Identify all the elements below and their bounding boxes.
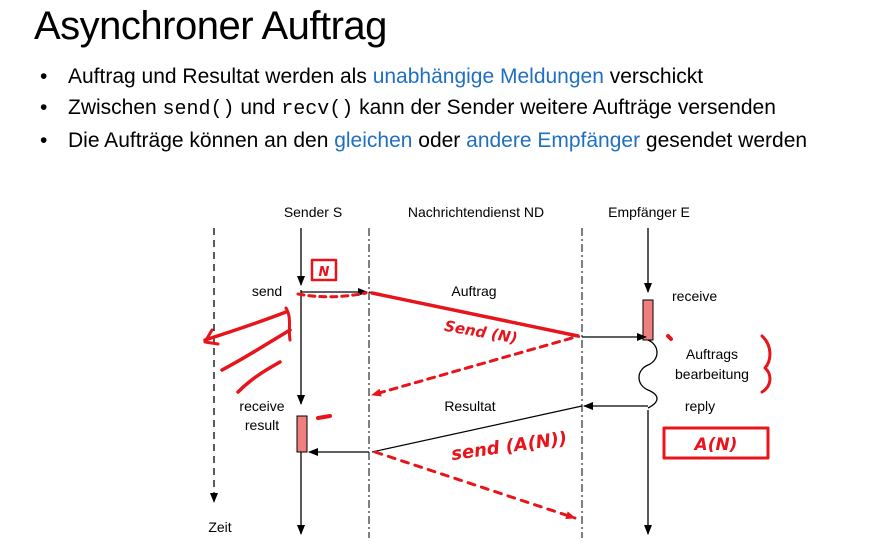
page-title: Asynchroner Auftrag (34, 4, 387, 48)
label-auftrag: Auftrag (451, 283, 496, 299)
annotation-dash (316, 414, 332, 420)
header-receiver: Empfänger E (608, 204, 690, 220)
bullet-text: und (234, 96, 282, 119)
bullet-dot: • (40, 65, 48, 88)
bullet-list: • Auftrag und Resultat werden als unabhä… (40, 62, 880, 157)
bullet-item-2: • Zwischen send() und recv() kann der Se… (40, 93, 880, 124)
annotation-dot (666, 334, 673, 341)
annotation-auftrag-stroke (370, 291, 580, 338)
annotation-a-n: A(N) (693, 435, 738, 455)
bullet-text: verschickt (603, 65, 704, 88)
handwritten-annotations (203, 258, 772, 520)
annotation-brace (760, 334, 772, 394)
label-bearbeitung: bearbeitung (675, 366, 749, 382)
label-reply: reply (685, 398, 715, 414)
label-send: send (252, 283, 282, 299)
label-receive-result-2: result (245, 417, 279, 433)
receiver-activation (642, 299, 654, 341)
label-auftrags: Auftrags (686, 346, 738, 362)
annotation-n: N (319, 265, 330, 280)
processing-wave (638, 339, 658, 409)
time-label: Zeit (208, 519, 231, 535)
sender-activation (296, 415, 308, 453)
bullet-highlight: gleichen (334, 129, 413, 152)
annotation-scribble (220, 328, 292, 372)
label-resultat: Resultat (444, 398, 495, 414)
annotation-send-an: send (A(N)) (450, 428, 569, 465)
bullet-text: oder (412, 129, 467, 152)
code-recv: recv() (281, 98, 354, 121)
bullet-item-1: • Auftrag und Resultat werden als unabhä… (40, 62, 880, 91)
label-receive-result-1: receive (239, 398, 284, 414)
bullet-text: kann der Sender weitere Aufträge versend… (353, 96, 776, 119)
header-sender: Sender S (284, 204, 342, 220)
annotation-scribble (236, 360, 282, 394)
annotation-box-a-n (662, 426, 770, 460)
annotation-return-dashed (370, 336, 574, 397)
annotation-send-stroke (296, 291, 368, 299)
annotation-scribble (284, 306, 292, 342)
bullet-text: gesendet werden (640, 129, 808, 152)
code-send: send() (162, 98, 235, 121)
header-service: Nachrichtendienst ND (408, 204, 544, 220)
bullet-dot: • (40, 96, 48, 119)
resultat-arrow (371, 405, 583, 453)
bullet-item-3: • Die Aufträge können an den gleichen od… (40, 126, 880, 155)
bullet-text: Auftrag und Resultat werden als (68, 65, 373, 88)
annotation-scribble (203, 328, 220, 346)
bullet-highlight: unabhängige Meldungen (372, 65, 604, 88)
bullet-dot: • (40, 129, 48, 152)
bullet-text: Zwischen (68, 96, 163, 119)
annotation-scribble (203, 310, 288, 342)
bullet-highlight: andere Empfänger (466, 129, 641, 152)
label-receive: receive (672, 288, 717, 304)
annotation-result-dashed (373, 450, 577, 520)
annotation-box-n (310, 258, 338, 282)
bullet-text: Die Aufträge können an den (68, 129, 335, 152)
